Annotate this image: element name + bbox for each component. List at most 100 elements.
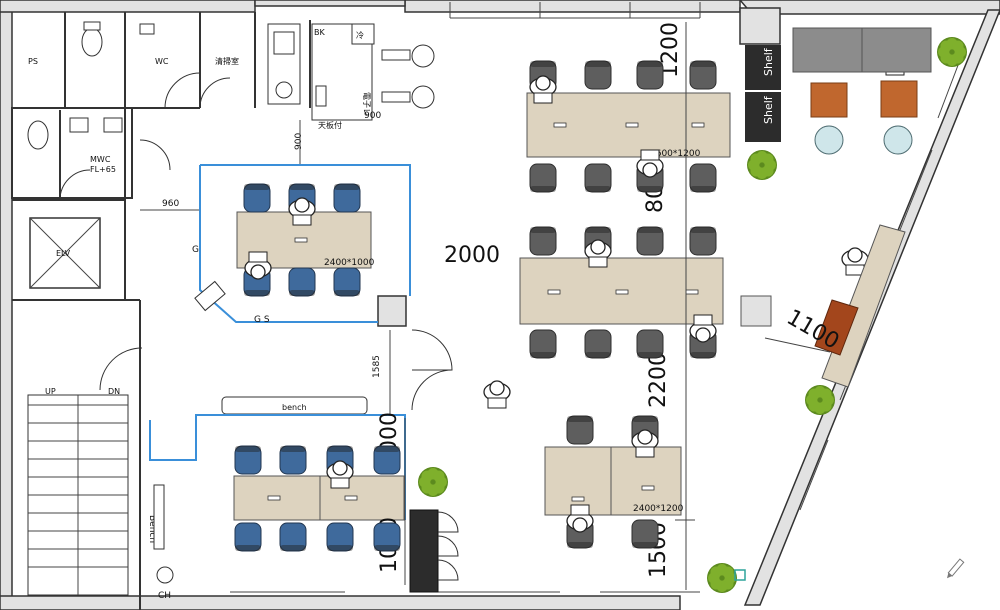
g-mark: G bbox=[192, 245, 199, 255]
stairs: UP DN bbox=[27, 347, 143, 596]
ch-label: CH bbox=[158, 591, 171, 601]
side-bench-label: Bench bbox=[147, 515, 157, 543]
office-chair bbox=[234, 522, 262, 552]
dim-2000: 2000 bbox=[444, 243, 500, 268]
wc-door[interactable] bbox=[164, 72, 201, 109]
laptop-icon bbox=[693, 314, 713, 326]
laptop-icon bbox=[588, 256, 608, 268]
laptop-icon bbox=[640, 149, 660, 161]
locker-door[interactable] bbox=[437, 511, 459, 533]
laptop-icon bbox=[533, 92, 553, 104]
office-chair bbox=[234, 445, 262, 475]
office-chair bbox=[689, 226, 717, 256]
power-outlet-icon bbox=[267, 495, 281, 501]
laptop-icon bbox=[292, 214, 312, 226]
office-chair bbox=[636, 60, 664, 90]
pillar bbox=[739, 7, 781, 45]
mwc-door[interactable] bbox=[59, 169, 91, 201]
office-chair bbox=[584, 163, 612, 193]
pillar bbox=[377, 295, 407, 327]
office-chair bbox=[326, 522, 354, 552]
plant-icon bbox=[707, 563, 737, 593]
fridge-label: 冷 bbox=[356, 30, 364, 40]
office-chair bbox=[689, 163, 717, 193]
gs-mark: G S bbox=[254, 315, 270, 325]
office-chair bbox=[566, 415, 594, 445]
plant-icon bbox=[418, 467, 448, 497]
office-chair bbox=[529, 163, 557, 193]
laptop-icon bbox=[635, 446, 655, 458]
dim-960: 960 bbox=[162, 199, 179, 209]
fridge bbox=[351, 23, 375, 45]
person-icon bbox=[631, 429, 659, 458]
bk-label: BK bbox=[314, 28, 325, 37]
toilet-icon bbox=[27, 120, 49, 150]
person-icon bbox=[326, 460, 354, 489]
kitchen-sink-icon bbox=[273, 31, 295, 55]
locker-door[interactable] bbox=[437, 559, 459, 581]
office-chair bbox=[333, 183, 361, 213]
double-door-bottom[interactable] bbox=[411, 369, 453, 411]
side-table bbox=[810, 82, 848, 118]
meeting-room-2: Bench CH 1000 1000 bbox=[147, 412, 459, 601]
urinal-icon bbox=[69, 117, 89, 133]
laptop-icon bbox=[330, 477, 350, 489]
double-door-top[interactable] bbox=[411, 329, 453, 371]
mwc-level-label: FL+65 bbox=[90, 165, 116, 174]
plants bbox=[418, 37, 967, 593]
shelf-bottom-label: Shelf bbox=[762, 95, 775, 124]
person-icon bbox=[529, 75, 557, 104]
toilet-entry-door[interactable] bbox=[139, 139, 171, 171]
locker-door[interactable] bbox=[437, 535, 459, 557]
lounge: Shelf Shelf 1100 bbox=[745, 27, 932, 388]
toilet-tank-icon bbox=[83, 21, 101, 31]
open-office: 3600*1200 2400*1200 2000 1200 800 2200 1… bbox=[267, 22, 731, 590]
pencil-icon[interactable] bbox=[945, 558, 965, 580]
counter-label: 天板付 bbox=[318, 120, 342, 130]
desk-lower-size: 2400*1200 bbox=[633, 504, 684, 514]
office-chair bbox=[279, 445, 307, 475]
microwave-label: 電子レ bbox=[362, 92, 371, 116]
shelf-bottom bbox=[745, 92, 781, 142]
pillar bbox=[740, 295, 772, 327]
office-chair bbox=[373, 445, 401, 475]
stair-door[interactable] bbox=[99, 347, 143, 391]
power-outlet-icon bbox=[641, 485, 655, 491]
desk-lower-left bbox=[544, 446, 612, 516]
meeting-table-size: 2400*1000 bbox=[324, 258, 375, 268]
power-outlet-icon bbox=[685, 289, 699, 295]
desk-top-size: 3600*1200 bbox=[650, 149, 701, 159]
office-chair bbox=[689, 60, 717, 90]
ps-label: PS bbox=[28, 57, 38, 66]
sink-icon bbox=[139, 23, 155, 35]
corridor: 1585 bench bbox=[221, 329, 453, 415]
power-outlet-icon bbox=[691, 122, 705, 128]
person-icon bbox=[636, 149, 664, 178]
office-chair bbox=[333, 267, 361, 297]
laptop-icon bbox=[487, 397, 507, 409]
locker-cabinet bbox=[409, 509, 439, 593]
bench-label: bench bbox=[282, 403, 307, 412]
person-icon bbox=[288, 197, 316, 226]
plant-icon bbox=[747, 150, 777, 180]
ceiling-outlet-icon bbox=[156, 566, 174, 584]
side-table bbox=[880, 80, 918, 118]
printer bbox=[194, 280, 226, 312]
plant-icon bbox=[937, 37, 967, 67]
elevator-label: ELV bbox=[56, 249, 71, 258]
dim-1585: 1585 bbox=[372, 355, 382, 378]
office-chair bbox=[529, 226, 557, 256]
bar-stool bbox=[411, 85, 435, 109]
laptop-icon bbox=[570, 504, 590, 516]
office-chair bbox=[288, 267, 316, 297]
office-chair bbox=[529, 329, 557, 359]
office-chair bbox=[373, 522, 401, 552]
cleaning-room-door[interactable] bbox=[199, 77, 231, 109]
power-outlet-icon bbox=[615, 289, 629, 295]
office-chair bbox=[636, 329, 664, 359]
stair-up-label: UP bbox=[45, 387, 56, 396]
person-icon bbox=[584, 239, 612, 268]
toilet-icon bbox=[81, 27, 103, 57]
wc-label: WC bbox=[155, 57, 169, 66]
